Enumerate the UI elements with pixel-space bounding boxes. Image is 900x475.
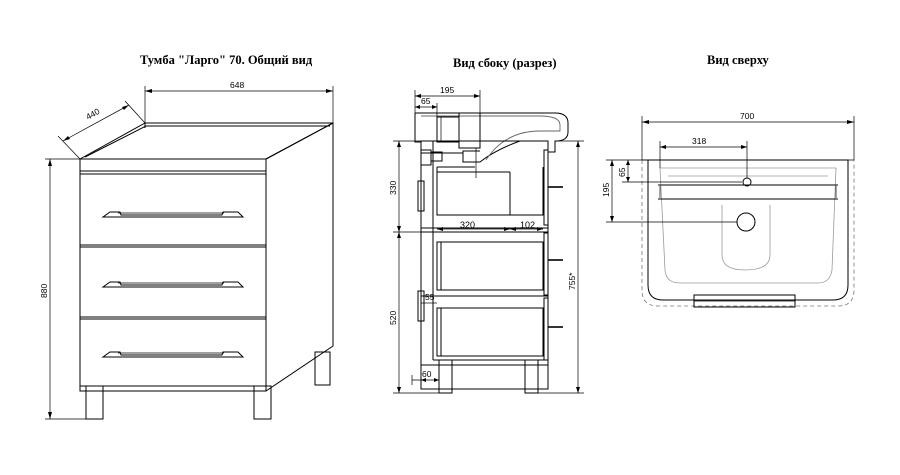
side-view-title: Вид сбоку (разрез) (453, 56, 557, 70)
general-view-title: Тумба "Ларго" 70. Общий вид (140, 53, 313, 67)
side-leg (438, 359, 453, 394)
dim-side-top: 195 (440, 85, 454, 95)
drawer-handle (101, 281, 245, 288)
dim-handle: 55 (425, 292, 435, 302)
cabinet-leg (314, 351, 331, 386)
drawer-front (543, 297, 549, 361)
dim-front-height: 880 (39, 284, 49, 298)
basin-outline (647, 159, 849, 301)
drawer-handle (101, 351, 245, 358)
dim-side-offset: 65 (421, 96, 431, 106)
dim-leg: 60 (422, 369, 432, 379)
top-view-title: Вид сверху (707, 53, 770, 67)
top-view: 700 318 195 65 (601, 111, 855, 308)
cabinet-leg (253, 385, 272, 420)
dim-top-drain: 318 (692, 136, 706, 146)
dim-front-width: 648 (230, 80, 244, 90)
cabinet-top (79, 122, 334, 160)
cabinet-leg (85, 385, 104, 420)
side-carcass (420, 140, 549, 390)
dim-drawer-gap: 102 (520, 220, 535, 230)
dim-side-upper: 330 (388, 181, 398, 195)
sink-profile (415, 112, 569, 163)
side-view: 195 65 330 520 320 102 55 60 (388, 85, 584, 394)
dim-top-width: 700 (740, 111, 754, 121)
drawer-front (543, 232, 549, 296)
dim-front-depth: 440 (84, 106, 101, 122)
dim-drawer-depth: 320 (460, 220, 475, 230)
general-view: 648 440 880 (39, 80, 334, 420)
side-leg (524, 359, 539, 394)
dim-top-depth: 195 (601, 183, 611, 197)
cabinet-side-panel (265, 122, 334, 392)
basin-bowl (659, 167, 837, 284)
cabinet-front (79, 158, 267, 392)
drawer-handle (101, 211, 245, 218)
cabinet-outline-dashed (641, 160, 855, 307)
drawer-box (436, 307, 544, 357)
drawer-box (436, 167, 544, 216)
dim-side-lower: 520 (388, 311, 398, 325)
dim-top-offset: 65 (617, 167, 627, 177)
siphon (458, 112, 481, 149)
drawer-box (436, 241, 544, 291)
dim-side-total: 755* (567, 272, 577, 290)
drawer-front (543, 149, 549, 226)
drain-hole (736, 212, 756, 232)
